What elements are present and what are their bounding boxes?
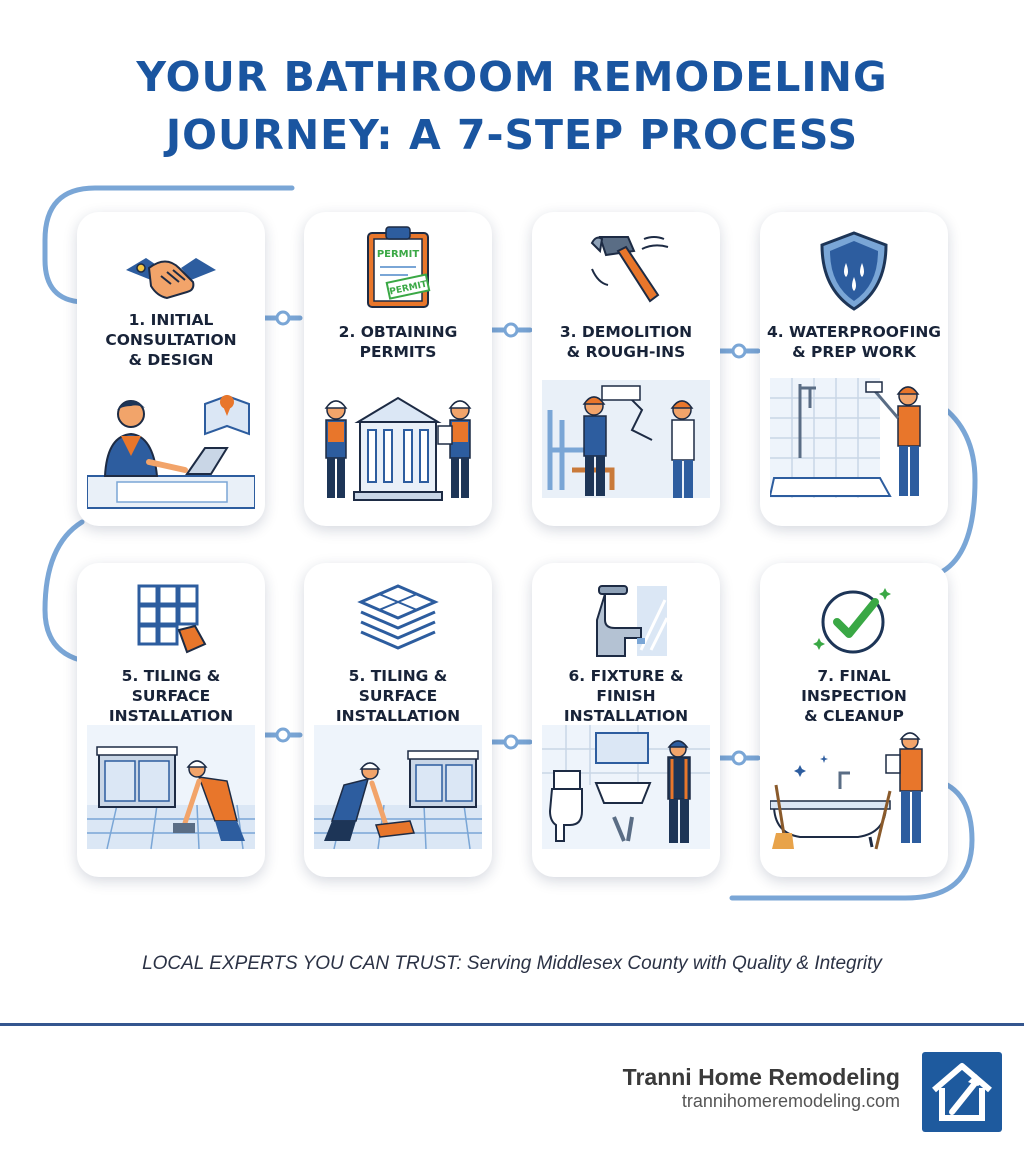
step-label-line: INSTALLATION [563,707,689,725]
step-label-line: 4. WATERPROOFING [766,323,942,341]
title-line-2: JOURNEY: A 7-STEP PROCESS [165,111,859,159]
footer-divider [0,1023,1024,1026]
step-label: 2. OBTAINING PERMITS [310,322,486,362]
step-label: 3. DEMOLITION & ROUGH-INS [538,322,714,362]
step-label-line: 1. INITIAL [128,311,214,329]
title-line-1: YOUR BATHROOM REMODELING [136,53,888,101]
step-label: 1. INITIAL CONSULTATION & DESIGN [83,310,259,370]
hammer-icon [532,224,720,314]
permit-clipboard-icon: PERMIT PERMIT [304,222,492,312]
step-label-line: 3. DEMOLITION [559,323,693,341]
step-label-line: INSTALLATION [335,707,461,725]
shield-droplets-icon [760,226,948,316]
check-circle-icon [760,575,948,665]
tile-stack-icon [304,575,492,665]
step-label-line: PERMITS [359,343,437,361]
step-label: 6. FIXTURE & FINISH INSTALLATION [538,666,714,726]
step-label-line: & DESIGN [128,351,214,369]
worker-waterproofing-shower-illustration [768,378,938,506]
step-label: 4. WATERPROOFING & PREP WORK [766,322,942,362]
step-card-1: 1. INITIAL CONSULTATION & DESIGN [77,212,265,526]
step-label-line: & CLEANUP [804,707,904,725]
step-label: 7. FINAL INSPECTION & CLEANUP [766,666,942,726]
step-label-line: 5. TILING & SURFACE [121,667,221,705]
workers-at-city-hall-illustration [314,382,482,510]
worker-installing-fixtures-illustration [542,725,710,853]
page-title: YOUR BATHROOM REMODELING JOURNEY: A 7-ST… [0,48,1024,164]
faucet-icon [532,575,720,665]
workers-demolishing-wall-illustration [542,380,710,508]
house-hammer-logo-icon [922,1052,1002,1132]
worker-laying-floor-tile-illustration [314,725,482,853]
step-label-line: 5. TILING & SURFACE [348,667,448,705]
step-card-5: 5. TILING & SURFACE INSTALLATION [77,563,265,877]
inspector-with-clipboard-illustration [769,725,938,853]
tagline: LOCAL EXPERTS YOU CAN TRUST: Serving Mid… [142,953,882,974]
step-label-line: 2. OBTAINING [338,323,458,341]
step-label-line: 7. FINAL INSPECTION [801,667,907,705]
step-label: 5. TILING & SURFACE INSTALLATION [83,666,259,726]
step-card-4: 4. WATERPROOFING & PREP WORK [760,212,948,526]
step-card-8: 7. FINAL INSPECTION & CLEANUP [760,563,948,877]
permit-stamp-text: PERMIT [377,249,420,260]
tile-grid-icon [77,573,265,663]
step-label-line: 6. FIXTURE & FINISH [568,667,684,705]
step-card-2: PERMIT PERMIT 2. OBTAINING PERMITS [304,212,492,526]
step-card-3: 3. DEMOLITION & ROUGH-INS [532,212,720,526]
brand-name: Tranni Home Remodeling [622,1064,900,1090]
worker-laying-floor-tile-illustration [87,725,255,853]
step-card-6: 5. TILING & SURFACE INSTALLATION [304,563,492,877]
step-label-line: & PREP WORK [792,343,916,361]
designer-at-laptop-illustration [86,384,256,512]
step-label-line: & ROUGH-INS [566,343,686,361]
step-label: 5. TILING & SURFACE INSTALLATION [310,666,486,726]
step-label-line: INSTALLATION [108,707,234,725]
brand-url: trannihomeremodeling.com [681,1091,900,1111]
step-card-7: 6. FIXTURE & FINISH INSTALLATION [532,563,720,877]
step-label-line: CONSULTATION [105,331,237,349]
handshake-icon [77,230,265,320]
